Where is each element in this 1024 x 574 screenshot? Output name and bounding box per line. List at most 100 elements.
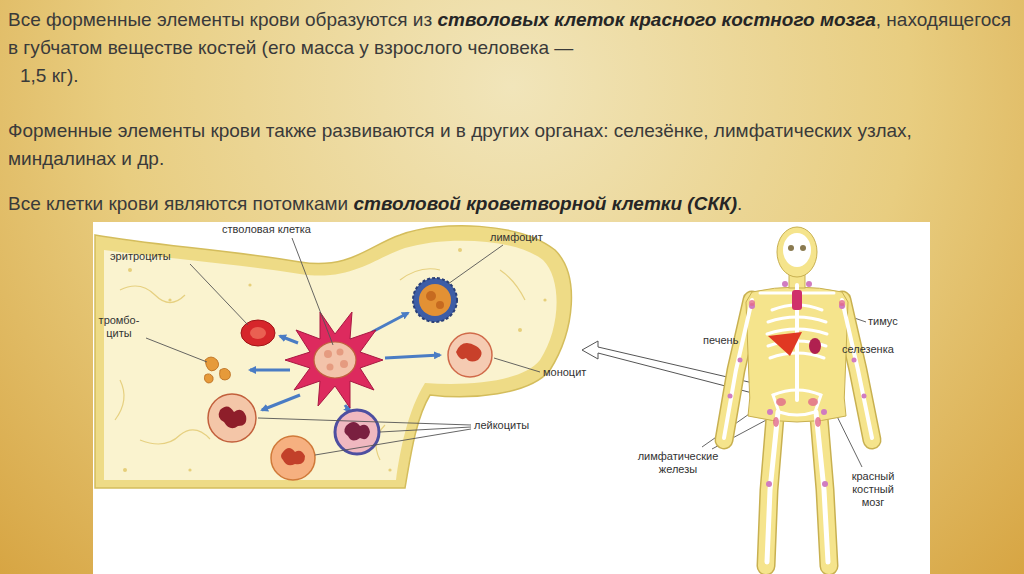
leader-lines — [258, 418, 471, 425]
human-figure — [767, 412, 778, 562]
human-figure — [768, 317, 826, 322]
leukocytes — [208, 394, 256, 442]
bone-section — [140, 430, 210, 444]
human-figure — [842, 300, 872, 438]
human-figure — [749, 300, 755, 306]
erythrocyte — [241, 320, 275, 346]
intro-text: 1,5 кг). — [8, 62, 1013, 90]
bone-section — [123, 248, 547, 472]
intro-paragraph: Все форменные элементы крови образуются … — [8, 6, 1013, 90]
stem-cell — [327, 364, 334, 371]
leader-lines — [146, 338, 207, 362]
blue-arrows — [262, 395, 300, 410]
cell-label: стволовая клетка — [222, 223, 311, 236]
cell-label: лимфоцит — [490, 231, 543, 244]
stem-cell — [337, 349, 344, 356]
stem-cell — [285, 312, 383, 408]
lymphocyte — [436, 301, 444, 309]
blue-arrows — [250, 369, 290, 372]
bone-section — [104, 241, 557, 480]
human-figure — [839, 300, 845, 306]
human-figure — [808, 398, 818, 406]
lymphocyte — [426, 291, 436, 301]
leukocytes — [281, 448, 305, 465]
human-figure — [724, 300, 752, 440]
bone-section — [95, 226, 571, 488]
human-figure — [842, 300, 872, 440]
leukocytes — [344, 422, 370, 441]
stem-cell — [285, 312, 383, 408]
human-figure — [816, 412, 828, 562]
lymphocyte — [419, 284, 451, 316]
cell-label: лейкоциты — [474, 419, 529, 432]
human-figure — [822, 481, 828, 487]
human-figure — [783, 233, 811, 267]
blue-arrows — [385, 355, 440, 358]
monocyte — [456, 343, 482, 362]
stem-cell — [324, 349, 348, 371]
bone-section — [388, 468, 391, 471]
lymphocyte — [413, 278, 457, 322]
organ-label: лимфатические железы — [626, 450, 730, 476]
human-figure — [724, 300, 752, 438]
lymphocyte — [413, 278, 457, 322]
human-figure — [788, 245, 794, 251]
bone-section — [543, 298, 546, 301]
leukocytes — [271, 436, 315, 480]
stem-cell — [340, 360, 348, 368]
human-figure — [738, 358, 743, 363]
thrombocytes — [204, 357, 230, 383]
leader-lines — [146, 238, 866, 467]
emphasis-text: стволовой кроветворной клетки (СКК) — [353, 193, 737, 214]
thrombocytes — [205, 357, 219, 371]
monocyte — [448, 333, 492, 377]
human-figure — [724, 227, 872, 566]
human-figure — [768, 332, 802, 356]
human-figure — [776, 398, 786, 406]
stem-cell — [324, 350, 332, 358]
bone-section — [518, 328, 522, 332]
bone-section — [168, 298, 171, 301]
bone-section — [248, 283, 251, 286]
blue-arrows — [250, 313, 440, 412]
leader-lines — [494, 358, 540, 372]
human-figure — [749, 300, 845, 427]
blue-arrows — [372, 313, 408, 332]
human-figure — [815, 417, 821, 427]
cell-label: тромбо- циты — [94, 314, 144, 340]
human-figure — [728, 394, 733, 399]
human-figure — [766, 481, 772, 487]
organ-label: красный костный мозг — [840, 470, 906, 509]
bone-section — [115, 269, 525, 460]
human-figure — [724, 300, 872, 566]
human-figure — [773, 417, 779, 427]
leader-lines — [448, 245, 503, 284]
leader-lines — [292, 238, 333, 345]
human-figure — [852, 358, 857, 363]
bone-section — [115, 380, 124, 420]
thrombocytes — [204, 374, 213, 383]
cell-label: моноцит — [543, 366, 586, 379]
human-figure — [728, 281, 867, 487]
erythrocyte — [250, 327, 266, 339]
human-figure — [821, 409, 827, 415]
human-figure — [724, 285, 872, 562]
bone-section — [120, 286, 185, 303]
human-figure — [777, 227, 817, 277]
intro-text: Все форменные элементы крови образуются … — [8, 9, 432, 30]
thrombocytes — [220, 368, 231, 380]
leukocytes — [219, 406, 247, 428]
leader-lines — [315, 429, 471, 455]
human-figure — [782, 281, 788, 287]
leader-lines — [190, 264, 248, 325]
human-figure — [767, 409, 773, 415]
bone-section — [123, 468, 127, 472]
bone-section — [188, 468, 191, 471]
human-figure — [809, 338, 821, 354]
human-figure — [806, 281, 812, 287]
leukocytes — [208, 394, 379, 480]
stem-cell — [314, 342, 356, 378]
human-figure — [862, 394, 867, 399]
monocyte — [448, 333, 492, 377]
organ-label: селезенка — [842, 343, 894, 356]
